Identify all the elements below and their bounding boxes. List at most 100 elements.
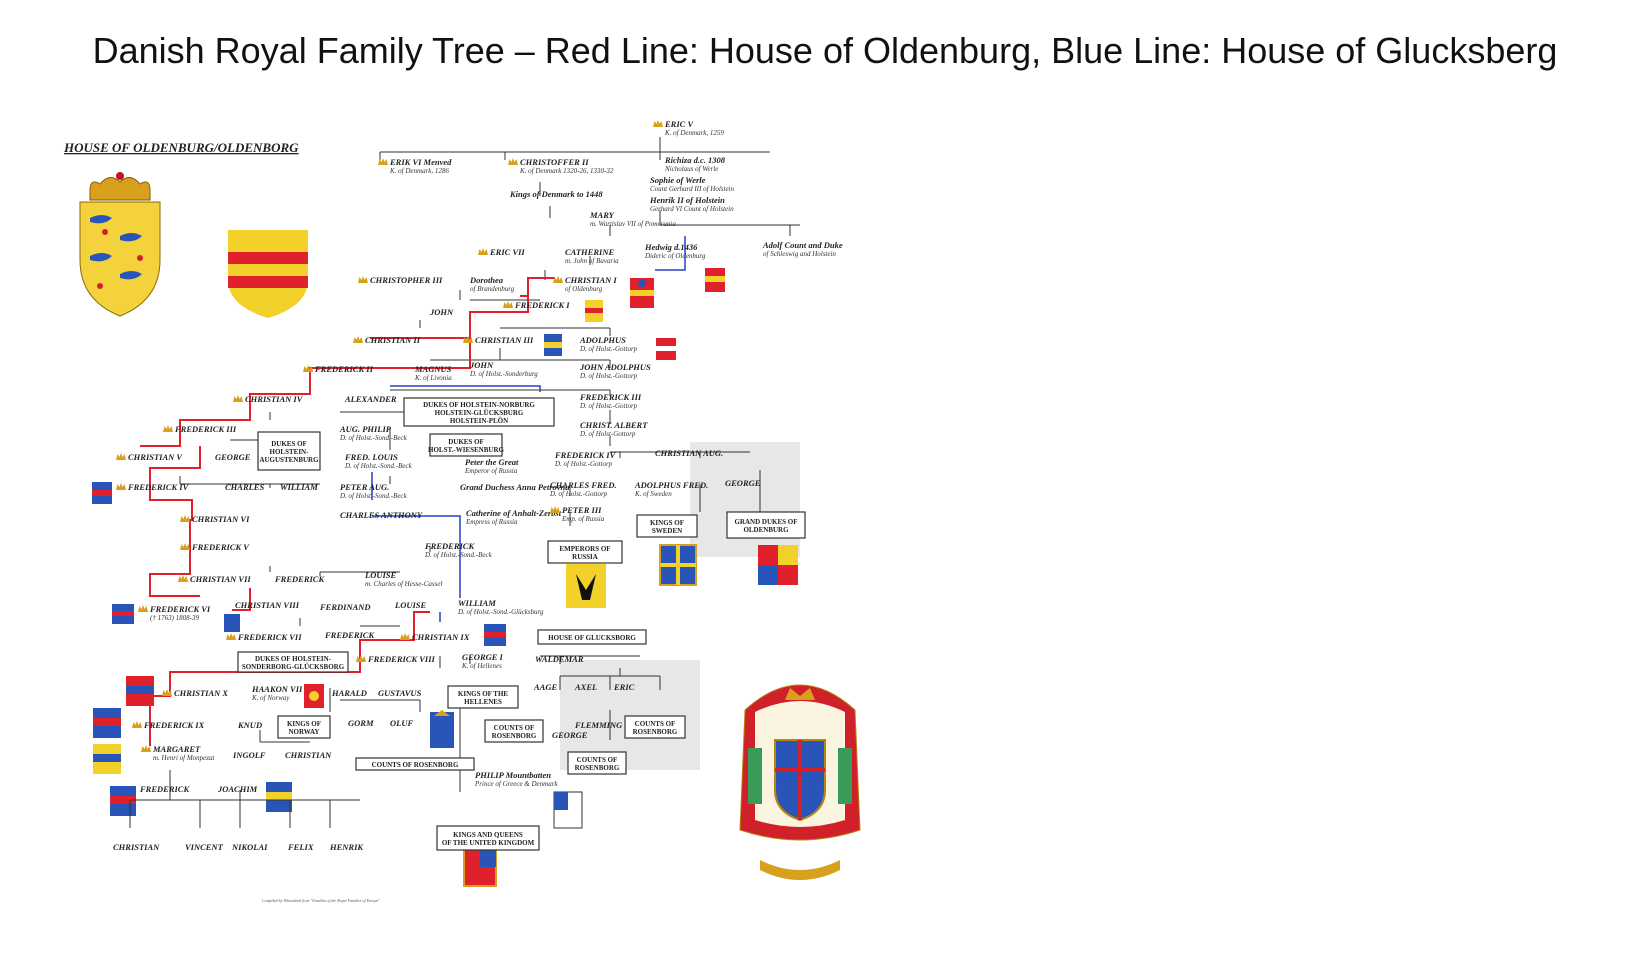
person-name: MARGARET (152, 744, 201, 754)
box-label: RUSSIA (572, 553, 598, 561)
crest-haakon (304, 684, 324, 708)
person-gorm: GORM (348, 718, 374, 728)
box-label: HOLST.-WIESENBURG (428, 446, 504, 454)
crown-icon (503, 301, 513, 308)
box-label: ROSENBORG (633, 728, 678, 736)
box-label: OLDENBURG (743, 526, 789, 534)
box-label: COUNTS OF (635, 720, 676, 728)
person-name: Dorothea (469, 275, 504, 285)
person-name: PETER AUG. (340, 482, 389, 492)
person-name: FELIX (287, 842, 314, 852)
person-name: WALDEMAR (535, 654, 584, 664)
person-kings1448: Kings of Denmark to 1448 (509, 189, 603, 199)
person-name: FREDERICK (324, 630, 375, 640)
person-name: Peter the Great (465, 457, 519, 467)
person-name: VINCENT (185, 842, 224, 852)
person-waldemar: WALDEMAR (535, 654, 584, 664)
person-name: Sophie of Werle (650, 175, 706, 185)
box-label: DUKES OF (271, 440, 307, 448)
person-oluf: OLUF (390, 718, 413, 728)
person-name: FERDINAND (319, 602, 371, 612)
crown-icon (116, 483, 126, 490)
person-subtitle: m. Charles of Hesse-Cassel (365, 580, 442, 588)
person-subtitle: K. of Norway (251, 694, 290, 702)
crest-christian8 (224, 614, 240, 632)
person-name: MAGNUS (414, 364, 452, 374)
crown-icon (138, 605, 148, 612)
person-name: CHRISTOFFER II (520, 157, 589, 167)
person-subtitle: K. of Denmark, 1259 (664, 129, 724, 137)
oldenburg-shield-emblem (228, 230, 308, 318)
person-name: FREDERICK IX (143, 720, 205, 730)
crown-icon (508, 158, 518, 165)
box-label: ROSENBORG (492, 732, 537, 740)
person-gc-nikolai: NIKOLAI (231, 842, 268, 852)
box-label: SWEDEN (652, 527, 682, 535)
person-subtitle: Emperor of Russia (464, 467, 518, 475)
person-christian7: CHRISTIAN VII (178, 574, 251, 584)
box-frame (567, 751, 627, 775)
box-frame (429, 433, 503, 457)
person-frederick2: FREDERICK II (303, 364, 374, 374)
person-name: FREDERICK VI (149, 604, 211, 614)
person-frederick5: FREDERICK V (180, 542, 250, 552)
person-subtitle: D. of Holst.-Sond.-Beck (339, 492, 408, 500)
person-name: ERIC V (664, 119, 694, 129)
person-knud: KNUD (237, 720, 262, 730)
person-flemming: FLEMMING (574, 720, 623, 730)
person-joachim: JOACHIM (217, 784, 258, 794)
person-subtitle: D. of Holst.-Sond.-Beck (344, 462, 413, 470)
person-william1: WILLIAM (280, 482, 318, 492)
person-name: ALEXANDER (344, 394, 397, 404)
person-name: OLUF (390, 718, 413, 728)
person-name: FREDERICK II (314, 364, 374, 374)
person-name: CHRISTIAN IV (245, 394, 304, 404)
person-frederick4: FREDERICK IV (116, 482, 190, 492)
person-subtitle: D. of Holst.-Sond.-Beck (424, 551, 493, 559)
box-frame (726, 511, 806, 539)
crown-icon (233, 395, 243, 402)
person-subtitle: Count Gerhard III of Holstein (650, 185, 734, 193)
crown-icon (353, 336, 363, 343)
person-christian1: CHRISTIAN Iof Oldenburg (553, 275, 617, 293)
person-christian4: CHRISTIAN IV (233, 394, 304, 404)
box-label: GRAND DUKES OF (734, 518, 797, 526)
person-aage: AAGE (533, 682, 557, 692)
person-name: JOHN (469, 360, 494, 370)
box-label: HELLENES (464, 698, 502, 706)
person-eric5: ERIC VK. of Denmark, 1259 (653, 119, 724, 137)
crown-icon (400, 633, 410, 640)
person-subtitle: Emp. of Russia (561, 515, 605, 523)
person-name: WILLIAM (458, 598, 496, 608)
person-name: CHRISTIAN III (475, 335, 534, 345)
person-frederick7: FREDERICK VII (226, 632, 302, 642)
person-ingolf: INGOLF (232, 750, 266, 760)
person-name: CHRISTIAN VII (190, 574, 251, 584)
person-name: FLEMMING (574, 720, 623, 730)
person-louise2: LOUISE (394, 600, 427, 610)
crown-icon (550, 506, 560, 513)
person-christopher3: CHRISTOPHER III (358, 275, 443, 285)
person-name: PHILIP Mountbatten (475, 770, 551, 780)
crest-oldenburg-gd (758, 545, 798, 585)
person-name: Kings of Denmark to 1448 (509, 189, 603, 199)
person-name: LOUISE (394, 600, 427, 610)
person-subtitle: D. of Holst.-Sond.-Beck (339, 434, 408, 442)
person-gc-christian: CHRISTIAN (113, 842, 160, 852)
